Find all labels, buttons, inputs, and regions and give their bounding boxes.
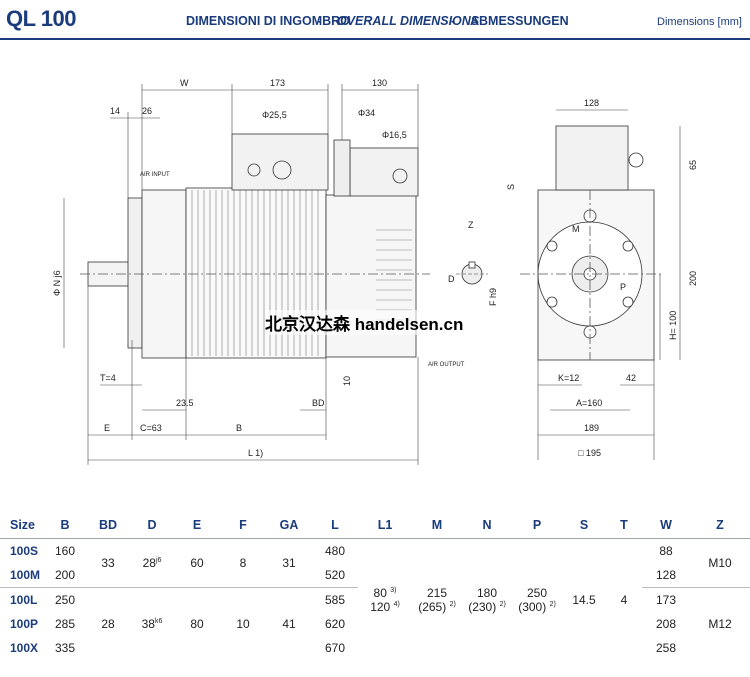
terminal-box — [231, 133, 329, 191]
bolt-hole — [622, 240, 634, 252]
cable-gland-2 — [272, 160, 292, 180]
front-gland — [628, 152, 644, 168]
encoder-box — [349, 147, 419, 197]
dim-42: 42 — [626, 373, 636, 383]
watermark-text: 北京汉达森 handelsen.cn — [265, 310, 464, 335]
dim-189: 189 — [584, 423, 599, 433]
col-header: Z — [690, 512, 750, 539]
bolt-hole — [546, 240, 558, 252]
cable-gland-1 — [247, 163, 261, 177]
col-header: D — [130, 512, 174, 539]
separator-2: - — [451, 14, 456, 28]
col-header: P — [512, 512, 562, 539]
table-row: 100X 335 670 258 — [10, 641, 677, 655]
title-german: ABMESSUNGEN — [470, 14, 569, 28]
dim-Z: Z — [468, 220, 474, 230]
header-rule — [0, 38, 750, 40]
col-header: T — [606, 512, 642, 539]
dim-10: 10 — [342, 376, 352, 386]
dim-C63: C=63 — [140, 423, 162, 433]
title-italian: DIMENSIONI DI INGOMBRO — [186, 14, 350, 28]
dim-130: 130 — [372, 78, 387, 88]
front-terminal-box — [555, 125, 629, 191]
col-header: BD — [86, 512, 130, 539]
table-row: 100L 250 28 38k6 80 10 41 585 173 M12 — [0, 587, 750, 660]
dim-26: 26 — [142, 106, 152, 116]
dim-A160: A=160 — [576, 398, 602, 408]
col-header: F — [220, 512, 266, 539]
col-header: M — [412, 512, 462, 539]
dim-D: D — [448, 274, 455, 284]
technical-drawing: W 173 130 14 26 Φ25,5 Φ34 Φ16,5 AIR INPU… — [52, 78, 698, 465]
col-header: W — [642, 512, 690, 539]
dim-S: S — [506, 184, 516, 190]
flange — [127, 197, 143, 349]
col-header: B — [44, 512, 86, 539]
dim-W: W — [180, 78, 189, 88]
dim-M: M — [572, 224, 580, 234]
table-row: 100M 200 520 128 — [10, 568, 677, 582]
dim-Nj6: Φ N j6 — [52, 270, 62, 296]
dim-T4: T=4 — [100, 373, 116, 383]
dim-B: B — [236, 423, 242, 433]
title-english: OVERALL DIMENSIONS — [337, 14, 480, 28]
model-title: QL 100 — [6, 6, 76, 31]
separator-1: - — [317, 14, 322, 28]
dim-BD: BD — [312, 398, 325, 408]
dim-phi25: Φ25,5 — [262, 110, 287, 120]
dim-128: 128 — [584, 98, 599, 108]
table-row: 100P 285 620 208 — [10, 617, 677, 631]
col-header: E — [174, 512, 220, 539]
col-header: L — [312, 512, 358, 539]
dim-E: E — [104, 423, 110, 433]
air-output-label: AIR OUTPUT — [428, 362, 465, 368]
col-header: N — [462, 512, 512, 539]
dim-65: 65 — [688, 160, 698, 170]
dim-P: P — [620, 282, 626, 292]
col-header: GA — [266, 512, 312, 539]
dim-L1: L 1) — [248, 448, 263, 458]
dim-200: 200 — [688, 271, 698, 286]
air-input-label: AIR INPUT — [140, 172, 170, 178]
encoder-connector — [392, 168, 408, 184]
shaft — [87, 261, 133, 287]
dim-195: □ 195 — [578, 448, 601, 458]
dim-phi34: Φ34 — [358, 108, 375, 118]
dim-Fh9: F h9 — [488, 288, 498, 306]
col-header: Size — [0, 512, 44, 539]
dim-K12: K=12 — [558, 373, 579, 383]
dim-H100: H= 100 — [668, 311, 678, 340]
dim-phi16: Φ16,5 — [382, 130, 407, 140]
col-header: S — [562, 512, 606, 539]
bolt-hole — [622, 296, 634, 308]
dimension-table: Size B BD D E F GA L L1 M N P S T W Z 10… — [0, 512, 750, 660]
table-row: 100S 160 33 28j6 60 8 31 480 80 3) 120 4… — [10, 544, 732, 614]
units-label: Dimensions [mm] — [657, 16, 742, 28]
dim-173: 173 — [270, 78, 285, 88]
table-header-row: Size B BD D E F GA L L1 M N P S T W Z — [0, 512, 750, 539]
col-header: L1 — [358, 512, 412, 539]
dim-14: 14 — [110, 106, 120, 116]
bolt-hole — [546, 296, 558, 308]
dim-23.5: 23.5 — [176, 398, 194, 408]
